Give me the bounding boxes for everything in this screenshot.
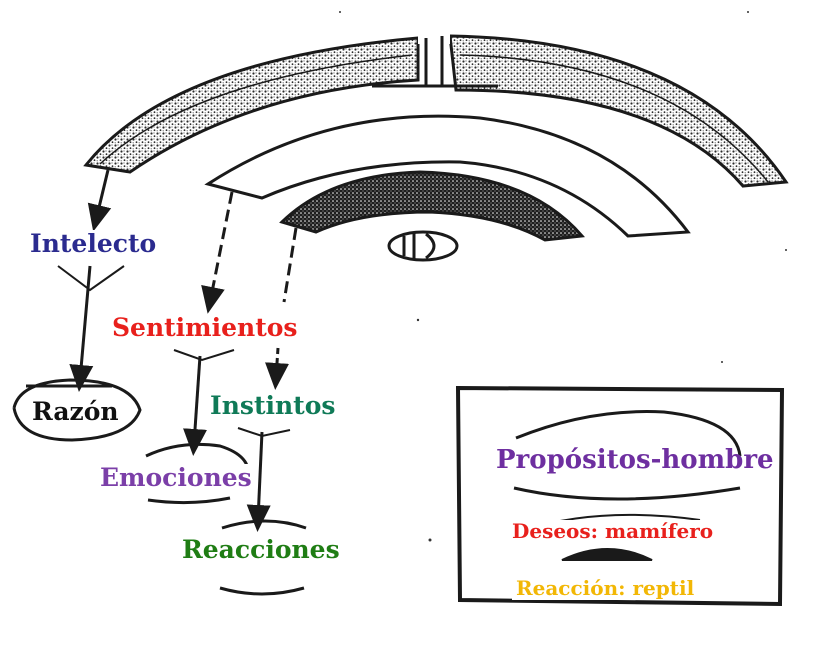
label-reaccion-reptil: Reacción: reptil [512, 577, 699, 600]
label-propositos-hombre: Propósitos-hombre [496, 445, 774, 475]
y-splits [57, 265, 291, 438]
inner-arc [279, 170, 585, 242]
outer-arc [83, 34, 789, 188]
center-symbol [387, 230, 459, 262]
outcome-circles [12, 378, 307, 596]
print-speckles [339, 11, 787, 542]
label-deseos-mamifero: Deseos: mamífero [508, 520, 718, 543]
label-intelecto: Intelecto [26, 229, 161, 259]
label-instintos: Instintos [206, 391, 340, 421]
middle-arc [204, 114, 691, 238]
summary-box [455, 385, 785, 607]
label-razon: Razón [28, 397, 123, 427]
label-sentimientos: Sentimientos [108, 313, 302, 343]
label-emociones: Emociones [96, 463, 256, 493]
label-reacciones: Reacciones [178, 535, 344, 565]
arrows [69, 169, 298, 532]
